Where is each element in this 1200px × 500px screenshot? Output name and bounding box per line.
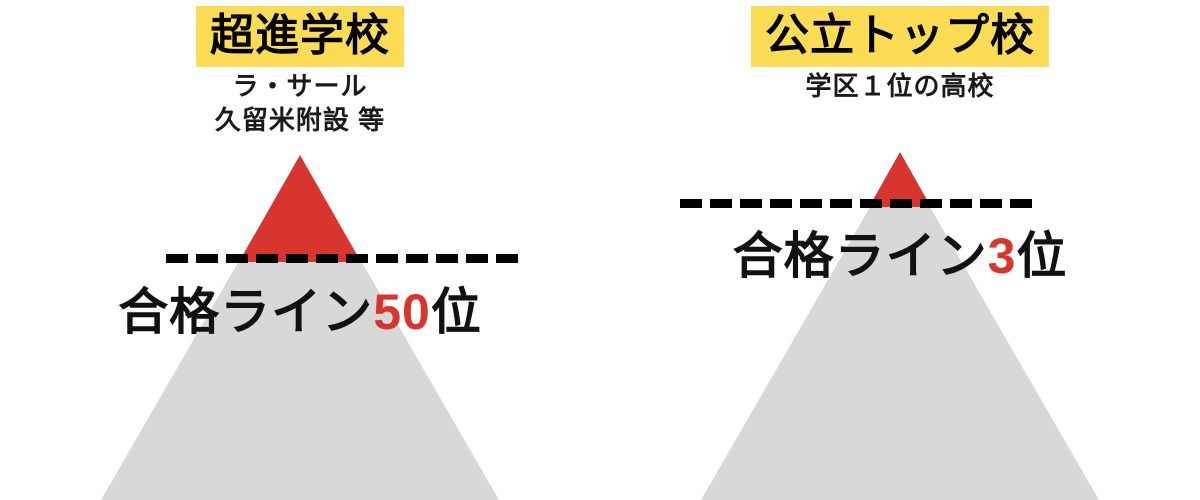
- pass-line-suffix-left: 位: [430, 284, 482, 340]
- pass-line-suffix-right: 位: [1016, 228, 1068, 284]
- panel-subtitle-line-left-2: 久留米附設 等: [214, 104, 386, 135]
- pyramid-body-right: [701, 155, 1099, 500]
- panel-title-right: 公立トップ校: [751, 6, 1049, 68]
- pass-line-caption-left: 合格ライン50位: [0, 272, 600, 344]
- panel-subtitle-right: 学区１位の高校: [600, 70, 1200, 103]
- pass-line-dashed-left: [166, 254, 526, 263]
- panel-heading-right: 公立トップ校 学区１位の高校: [600, 6, 1200, 104]
- panel-heading-left: 超進学校 ラ・サール 久留米附設 等: [0, 6, 600, 137]
- pyramid-apex-left: [239, 155, 361, 262]
- pass-line-dashed-right: [680, 199, 1036, 208]
- panel-title-left: 超進学校: [196, 6, 404, 68]
- pyramid-apex-right: [869, 152, 931, 207]
- pass-line-rank-right: 3: [987, 228, 1017, 284]
- pass-line-rank-left: 50: [373, 284, 431, 340]
- panel-subtitle-line-left-1: ラ・サール: [232, 71, 368, 102]
- pass-line-prefix-right: 合格ライン: [732, 228, 988, 284]
- pyramid-panel-public-top-school: 公立トップ校 学区１位の高校 合格ライン3位: [600, 0, 1200, 500]
- pyramid-panel-super-senshin-school: 超進学校 ラ・サール 久留米附設 等 合格ライン50位: [0, 6, 600, 500]
- pass-line-caption-right: 合格ライン3位: [600, 216, 1200, 288]
- panel-subtitle-left: ラ・サール 久留米附設 等: [0, 70, 600, 137]
- panel-subtitle-line-right-1: 学区１位の高校: [805, 71, 995, 102]
- pass-line-prefix-left: 合格ライン: [118, 284, 374, 340]
